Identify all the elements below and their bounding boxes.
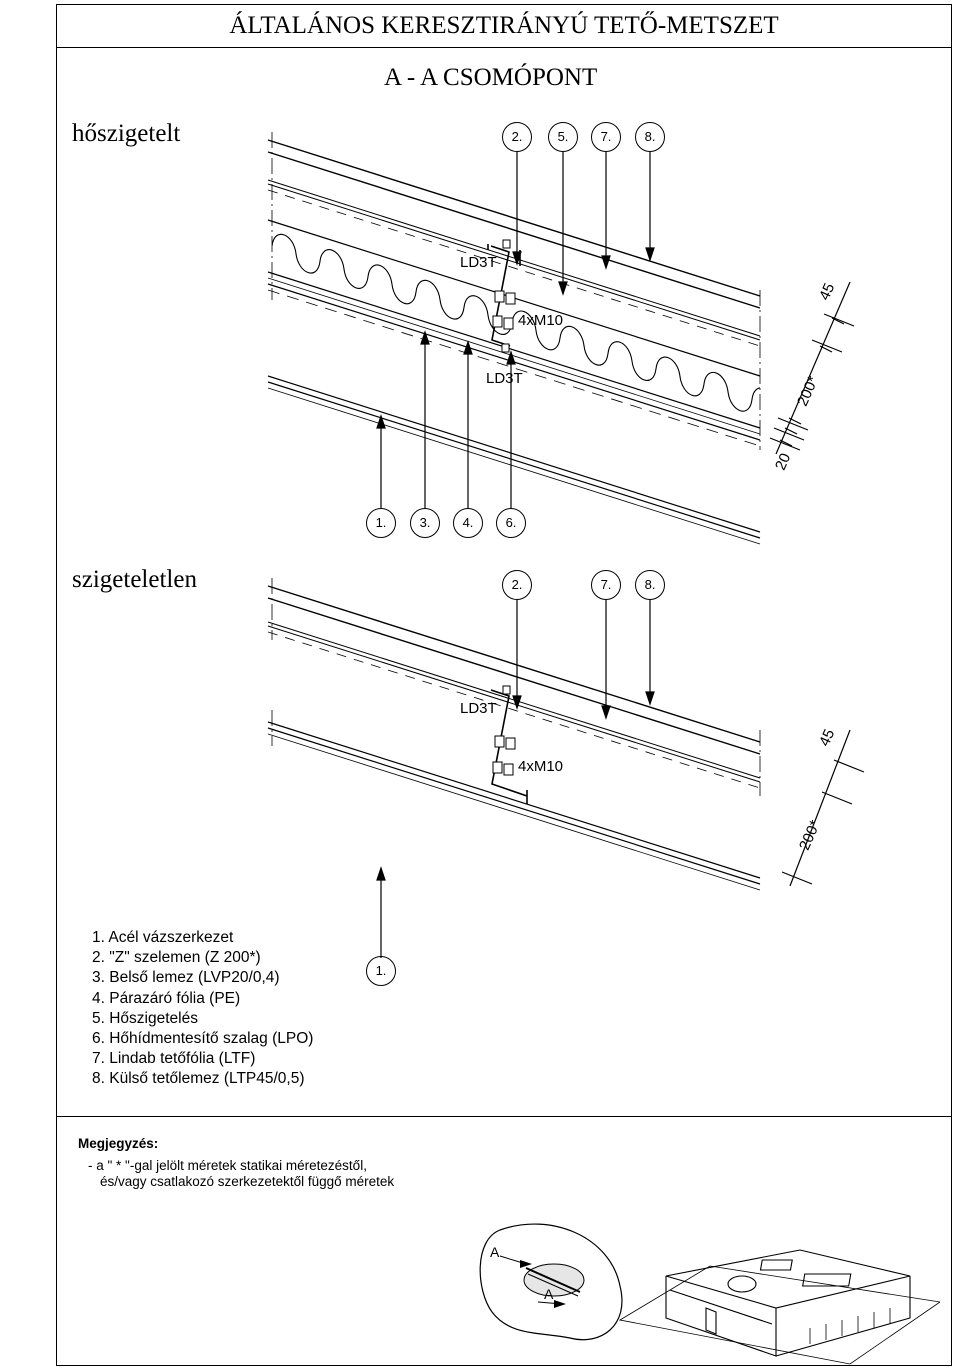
callout-top-3-uninsulated: 8.: [635, 570, 665, 600]
notes-line-1: - a " * "-gal jelölt méretek statikai mé…: [88, 1158, 367, 1173]
legend-list: 1. Acél vázszerkezet 2. "Z" szelemen (Z …: [92, 928, 313, 1090]
callout-top-2-insulated: 5.: [548, 122, 578, 152]
notes-title: Megjegyzés:: [78, 1136, 159, 1151]
uninsulated-section-label: szigeteletlen: [72, 566, 197, 593]
bolts-label-uninsulated: 4xM10: [518, 758, 564, 775]
legend-item: 5. Hőszigetelés: [92, 1009, 198, 1027]
ld3t-bottom-label-insulated: LD3T: [486, 370, 523, 387]
sheet-frame: [56, 4, 952, 1366]
section-mark-a-top: A: [490, 1244, 500, 1260]
insulated-roof-section: [267, 132, 855, 545]
callout-top-3-insulated: 7.: [591, 122, 621, 152]
ld3t-top-label-uninsulated: LD3T: [460, 700, 497, 717]
legend-item: 6. Hőhídmentesítő szalag (LPO): [92, 1030, 314, 1048]
section-mark-a-bottom: A: [544, 1286, 554, 1302]
insulated-section-label: hőszigetelt: [72, 120, 181, 147]
legend-item: 7. Lindab tetőfólia (LTF): [92, 1050, 256, 1068]
detail-subtitle: A - A CSOMÓPONT: [384, 64, 598, 91]
legend-item: 4. Párazáró fólia (PE): [92, 989, 241, 1007]
callout-bottom-4-insulated: 6.: [496, 508, 526, 538]
legend-callout-leader: [376, 866, 386, 958]
ld3t-top-label-insulated: LD3T: [460, 254, 497, 271]
callout-bottom-3-insulated: 4.: [453, 508, 483, 538]
notes-section: [56, 1116, 952, 1366]
uninsulated-roof-section: [267, 578, 865, 891]
callout-top-4-insulated: 8.: [635, 122, 665, 152]
callout-top-1-uninsulated: 2.: [502, 570, 532, 600]
legend-item: 2. "Z" szelemen (Z 200*): [92, 949, 261, 967]
callout-top-2-uninsulated: 7.: [591, 570, 621, 600]
key-plan-illustration: [479, 1223, 940, 1365]
legend-item: 1. Acél vázszerkezet: [92, 929, 234, 946]
legend-item: 3. Belső lemez (LVP20/0,4): [92, 969, 280, 987]
title-block: ÁLTALÁNOS KERESZTIRÁNYÚ TETŐ-METSZET: [56, 4, 952, 48]
callout-bottom-2-insulated: 3.: [410, 508, 440, 538]
legend-item: 8. Külső tetőlemez (LTP45/0,5): [92, 1070, 305, 1088]
callout-legend: 1.: [366, 956, 396, 986]
drawing-title: ÁLTALÁNOS KERESZTIRÁNYÚ TETŐ-METSZET: [229, 12, 779, 39]
callout-bottom-1-insulated: 1.: [366, 508, 396, 538]
callout-top-1-insulated: 2.: [502, 122, 532, 152]
bolts-label-insulated: 4xM10: [518, 312, 564, 329]
notes-line-2: és/vagy csatlakozó szerkezetektől függő …: [100, 1174, 395, 1189]
